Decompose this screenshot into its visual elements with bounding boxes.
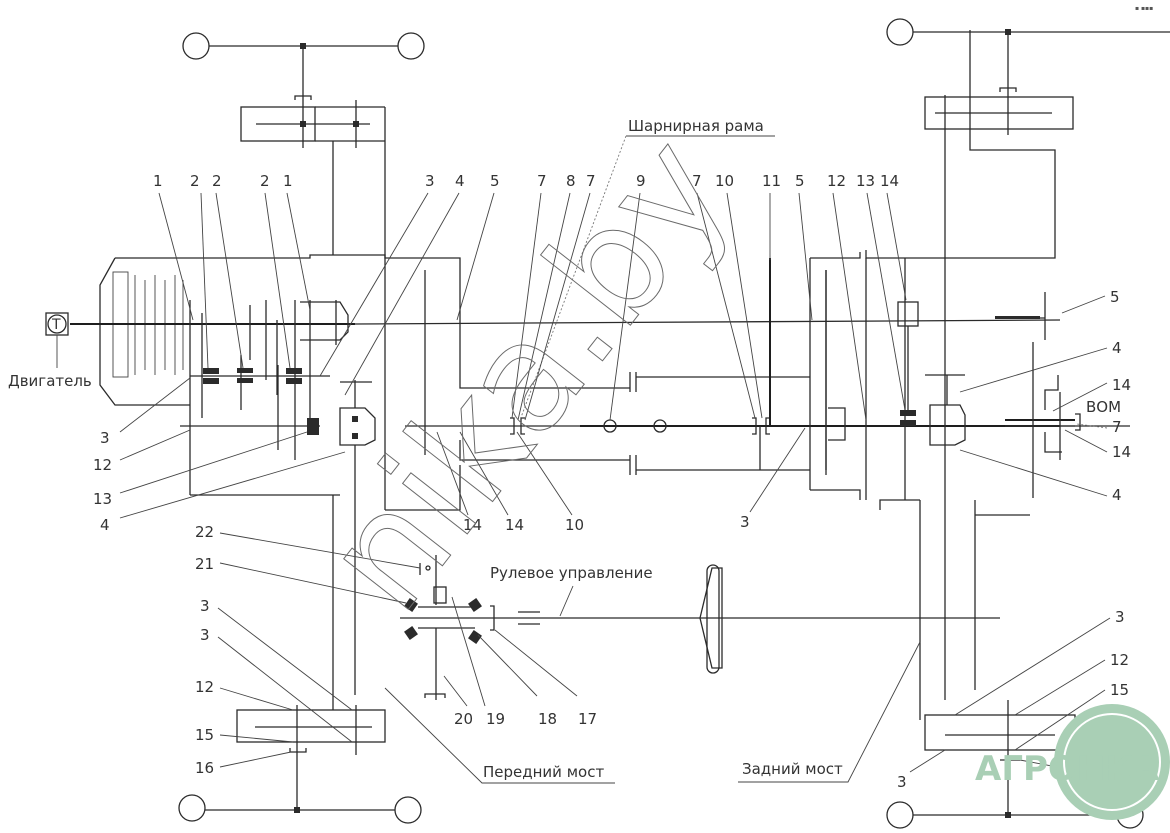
callout: 18 <box>538 710 557 728</box>
logo-text: АГРОНКА <box>975 749 1160 789</box>
wheel-front-bottom-left <box>178 794 206 822</box>
callouts-front-axle: 3 3 12 15 16 <box>195 597 353 777</box>
steering-assembly: Рулевое управление <box>400 555 1000 700</box>
callout: 10 <box>715 172 734 190</box>
callout: 4 <box>100 516 110 534</box>
callout: 13 <box>856 172 875 190</box>
callout: 3 <box>425 172 435 190</box>
watermark-text: nika.by <box>291 106 763 642</box>
callout: 22 <box>195 523 214 541</box>
callout: 3 <box>100 429 110 447</box>
callout: 11 <box>762 172 781 190</box>
callout: 12 <box>93 456 112 474</box>
callout: 3 <box>740 513 750 531</box>
callout: 1 <box>153 172 163 190</box>
callout: 5 <box>490 172 500 190</box>
callout: 14 <box>1112 443 1131 461</box>
callouts-top-left: 1 2 2 2 1 <box>153 172 311 369</box>
watermark: nika.by <box>291 105 764 642</box>
callout: 7 <box>586 172 596 190</box>
wheel-front-top-right <box>397 32 425 60</box>
callout: 3 <box>1115 608 1125 626</box>
callout: 3 <box>200 597 210 615</box>
callout: 7 <box>1112 418 1122 436</box>
engine-label: Двигатель <box>8 372 92 390</box>
callout: 3 <box>897 773 907 791</box>
callout: 15 <box>195 726 214 744</box>
callout: 10 <box>565 516 584 534</box>
callout: 5 <box>1110 288 1120 306</box>
wheel-front-bottom-right <box>394 796 422 824</box>
callout: 12 <box>1110 651 1129 669</box>
callouts-right-side: 5 4 14 7 14 4 <box>959 288 1131 504</box>
corner-mark: ▪ ▪▪▪ <box>1135 5 1153 12</box>
callouts-steering-left: 22 21 <box>195 523 421 604</box>
callout: 2 <box>190 172 200 190</box>
wheel-rear-bottom-left <box>886 801 914 829</box>
callout: 8 <box>566 172 576 190</box>
agronka-logo: АГРОНКА <box>975 704 1170 820</box>
callout: 19 <box>486 710 505 728</box>
callout: 12 <box>195 678 214 696</box>
callout: 4 <box>1112 339 1122 357</box>
callout: 9 <box>636 172 646 190</box>
callout: 4 <box>1112 486 1122 504</box>
rear-module <box>809 18 1170 720</box>
callout: 14 <box>880 172 899 190</box>
steering-label: Рулевое управление <box>490 564 653 582</box>
pto-label: ВОМ <box>1086 398 1121 416</box>
callout: 14 <box>505 516 524 534</box>
callout: 12 <box>827 172 846 190</box>
callout: 4 <box>455 172 465 190</box>
callouts-steering-bottom: 20 19 18 17 <box>443 596 597 728</box>
callout: 20 <box>454 710 473 728</box>
callouts-center-bottom: 14 14 10 3 <box>436 427 806 534</box>
callout: 16 <box>195 759 214 777</box>
gearbox: Т Двигатель <box>8 254 1061 695</box>
wheel-front-top-left <box>182 32 210 60</box>
callout: 21 <box>195 555 214 573</box>
callouts-top-middle: 3 4 5 7 8 7 9 <box>319 172 646 421</box>
front-axle-label: Передний мост <box>483 763 604 781</box>
callout: 7 <box>692 172 702 190</box>
callout: 14 <box>1112 376 1131 394</box>
front-bottom-final-drive: Передний мост <box>178 495 615 824</box>
callout: 15 <box>1110 681 1129 699</box>
callout: 7 <box>537 172 547 190</box>
rear-axle-label: Задний мост <box>742 760 843 778</box>
callouts-top-right: 7 10 11 5 12 13 14 <box>692 172 907 421</box>
callout: 1 <box>283 172 293 190</box>
callout: 13 <box>93 490 112 508</box>
callout: 2 <box>212 172 222 190</box>
callouts-left-side: 3 12 13 4 <box>93 377 346 534</box>
callout: 5 <box>795 172 805 190</box>
callout: 2 <box>260 172 270 190</box>
wheel-rear-top-left <box>886 18 914 46</box>
callout: 3 <box>200 626 210 644</box>
callout: 17 <box>578 710 597 728</box>
front-top-final-drive <box>182 32 425 255</box>
engine-symbol: Т <box>51 317 61 333</box>
callout: 14 <box>463 516 482 534</box>
articulated-frame-label: Шарнирная рама <box>628 117 764 135</box>
